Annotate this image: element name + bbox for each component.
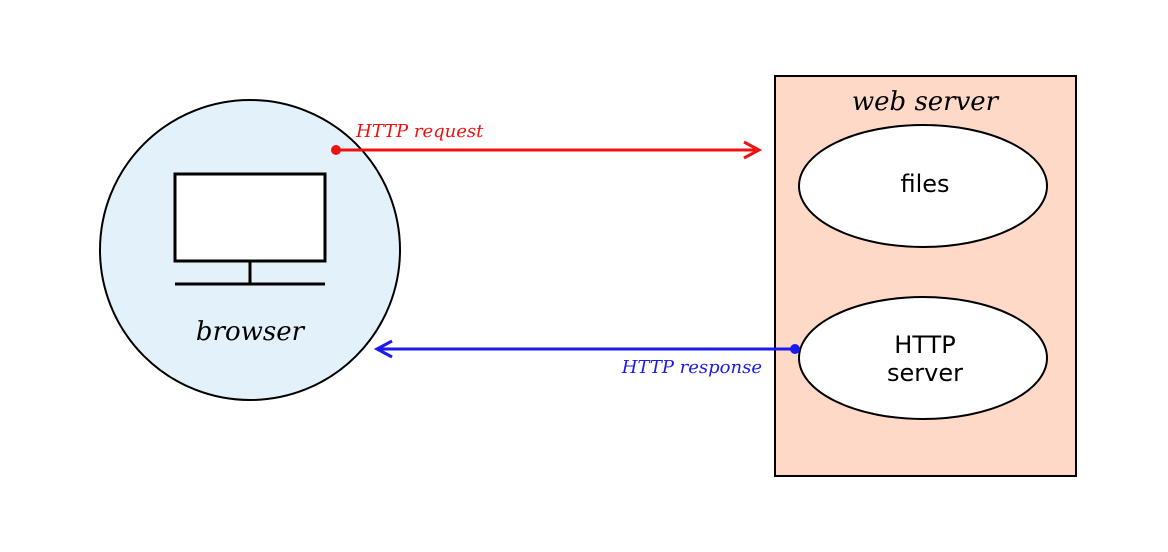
response-arrow [373,339,800,359]
files-label: files [900,170,949,198]
web-server-label: web server [852,87,1000,117]
request-label: HTTP request [355,121,484,142]
response-label: HTTP response [621,357,762,378]
monitor-icon [173,172,327,286]
response-start-dot [790,344,800,354]
request-arrow [331,140,763,160]
browser-label: browser [196,317,306,347]
http-server-node [798,296,1048,420]
http-server-label-line1: HTTP [894,331,955,359]
files-node [798,124,1048,248]
http-server-label-line2: server [887,359,963,387]
request-start-dot [331,145,341,155]
